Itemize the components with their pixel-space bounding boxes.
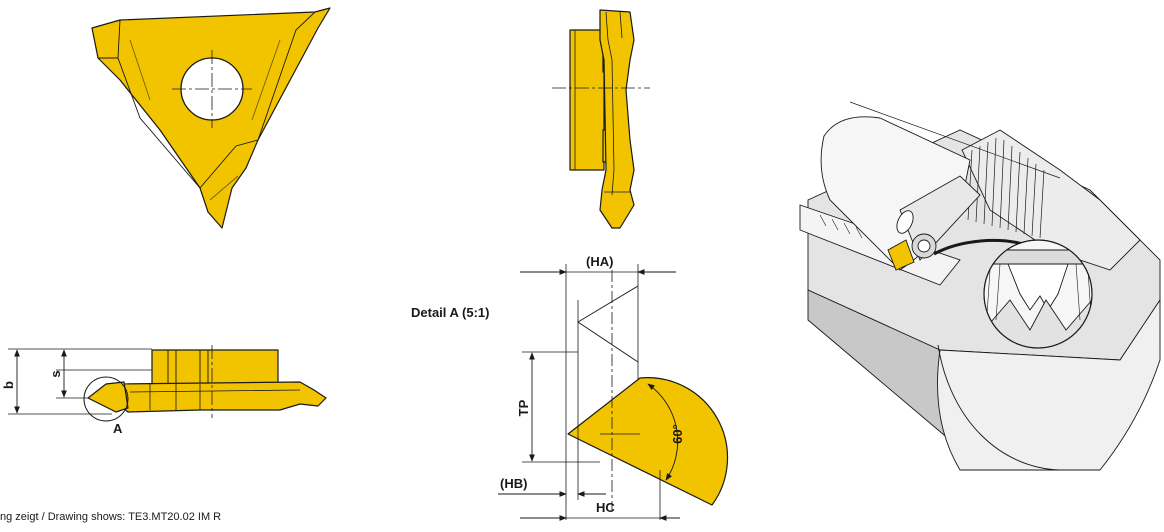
thread-tooth-profile xyxy=(567,377,729,506)
cutting-tip xyxy=(87,381,129,413)
dim-label-HB: (HB) xyxy=(500,476,527,491)
detail-A-marker-circle xyxy=(83,376,129,422)
dim-label-TP: TP xyxy=(516,399,531,416)
detail-title: Detail A (5:1) xyxy=(411,305,490,320)
application-illustration xyxy=(799,101,1161,471)
insert-top-view: b s A xyxy=(1,345,327,436)
detail-marker-label: A xyxy=(113,421,123,436)
dim-label-HC: HC xyxy=(596,500,615,515)
dim-label-s: s xyxy=(48,370,63,377)
angle-label: 60° xyxy=(670,424,685,444)
drawing-reference-note: ng zeigt / Drawing shows: TE3.MT20.02 IM… xyxy=(0,511,222,523)
dim-label-b: b xyxy=(1,381,16,389)
insert-front-view xyxy=(91,7,331,229)
insert-side-view xyxy=(552,9,650,229)
detail-A-view: Detail A (5:1) (HA) TP (HB) xyxy=(411,254,729,521)
dim-label-HA: (HA) xyxy=(586,254,613,269)
